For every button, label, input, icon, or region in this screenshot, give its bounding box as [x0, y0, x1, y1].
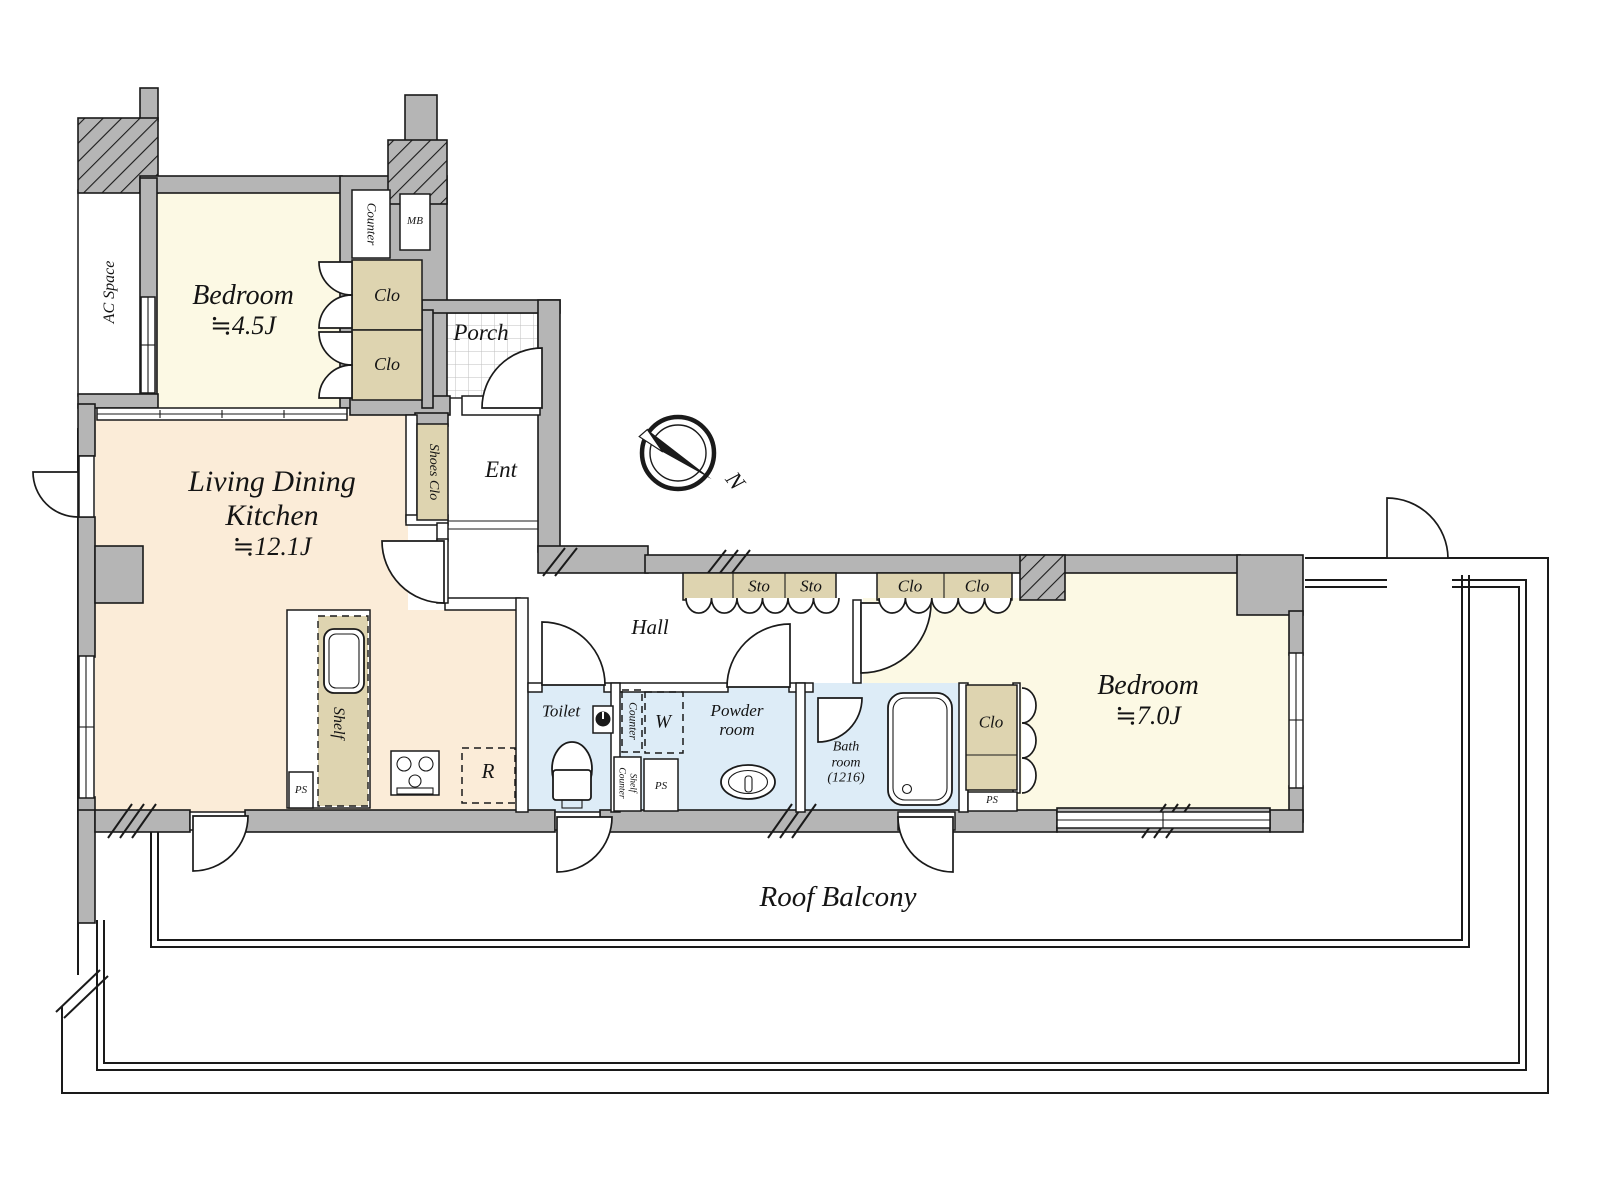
sto1-label: Sto: [748, 576, 770, 596]
ldk-line1: Living Dining: [188, 464, 356, 498]
bath-door: [817, 697, 863, 743]
clo-a-label: Clo: [373, 284, 401, 305]
ldk-label: Living Dining Kitchen ≒12.1J: [188, 465, 356, 561]
bath-line3: (1216): [827, 770, 865, 786]
fridge-label: R: [481, 759, 495, 784]
clo-b-label: Clo: [373, 353, 401, 374]
ldk-west-door: [32, 471, 79, 518]
bath-line1: Bath: [832, 739, 860, 755]
ps-powder-box: [643, 758, 679, 812]
counter-top-box: [351, 189, 391, 259]
clo-bedroom2-folding-doors: [1021, 687, 1037, 794]
ldk-pillar: [94, 545, 144, 604]
toilet-door: [541, 621, 606, 686]
bedroom2-name: Bedroom: [1097, 669, 1199, 701]
storage-units: [286, 189, 1018, 812]
clo-a-box: [351, 259, 423, 331]
bedroom2-door-jamb: [852, 599, 862, 684]
entrance-door: [481, 347, 543, 409]
sto2-label: Sto: [800, 576, 822, 596]
washlet-control: [592, 705, 614, 734]
shoes-clo-box: [416, 423, 449, 521]
fixtures: [551, 692, 953, 809]
ps-kitchen-label: PS: [294, 783, 308, 796]
clo-accordion-doors: [878, 597, 1012, 614]
shelf-counter-line1: Shelf: [627, 773, 638, 793]
bedroom1-size: ≒4.5J: [210, 311, 276, 341]
shelf-label: Shelf: [329, 707, 347, 739]
counter-top-label: Counter: [364, 202, 380, 246]
ldk-west-door-gap: [78, 455, 95, 518]
compass-inner-ring: [649, 424, 707, 482]
bedroom2-size: ≒7.0J: [1115, 701, 1181, 731]
clo-row1-label: Clo: [897, 576, 923, 596]
ps-bedroom2-label: PS: [986, 795, 998, 807]
ent-label: Ent: [485, 457, 517, 483]
mb-box: [399, 193, 431, 251]
kitchen-sink: [323, 628, 365, 694]
shelf-counter-box: [613, 756, 642, 812]
clo-bedroom2-box: [965, 684, 1018, 791]
ps-kitchen-box: [288, 771, 314, 809]
ldk-size: ≒12.1J: [232, 532, 312, 562]
ldk-balcony-door: [192, 815, 249, 872]
powder-label: Powder room: [711, 701, 764, 739]
compass-outer-ring: [639, 414, 717, 492]
clo-double-doors: [318, 261, 353, 399]
bathtub: [887, 692, 953, 806]
powder-door: [726, 623, 791, 688]
ldk-door: [381, 540, 445, 604]
roof-balcony-label: Roof Balcony: [759, 880, 917, 913]
powder-line2: room: [719, 720, 755, 739]
refrigerator-space: [461, 747, 516, 804]
sto-row: [682, 572, 837, 601]
toilet-balcony-door: [556, 816, 613, 873]
doors: [32, 261, 1449, 873]
bedroom1-label: Bedroom ≒4.5J: [192, 280, 294, 340]
counter-powder-box: [621, 689, 643, 753]
shoes-clo-label: Shoes Clo: [425, 443, 441, 501]
balcony-gate-door: [1386, 497, 1449, 559]
bedroom2-floor-n: [1063, 573, 1239, 603]
compass: [638, 414, 717, 492]
bedroom1-floor: [155, 191, 341, 408]
bath-label: Bath room (1216): [827, 739, 864, 786]
sto-accordion-doors: [685, 597, 840, 614]
ps-bedroom2-box: [967, 791, 1018, 812]
powder-sink: [720, 764, 776, 800]
shelf-counter-line2: Counter: [617, 767, 627, 799]
toilet-fixture: [551, 741, 593, 809]
bedroom1-name: Bedroom: [192, 279, 294, 311]
clo-bedroom2-label: Clo: [978, 712, 1004, 732]
washer-label: W: [655, 711, 671, 733]
roof-balcony-rails: [55, 428, 1549, 1094]
toilet-label: Toilet: [541, 701, 581, 721]
mb-label: MB: [407, 214, 423, 227]
stove: [390, 750, 440, 796]
bath-balcony-door: [897, 816, 954, 873]
ac-space-label: AC Space: [101, 260, 119, 324]
clo-b-box: [351, 329, 423, 401]
ldk-line2: Kitchen: [225, 498, 319, 532]
powder-line1: Powder: [710, 700, 764, 720]
washer-space: [644, 691, 684, 754]
counter-powder-label: Counter: [626, 702, 639, 740]
porch-label: Porch: [453, 320, 509, 346]
shelf-counter-label: Shelf Counter: [616, 767, 638, 799]
wall-hatch-bedroom2: [1019, 554, 1066, 601]
hall-label: Hall: [631, 615, 669, 640]
bedroom2-door: [860, 602, 932, 674]
clo-row2-label: Clo: [964, 576, 990, 596]
ps-powder-label: PS: [654, 779, 668, 792]
bedroom2-label: Bedroom ≒7.0J: [1097, 670, 1199, 730]
partitions: [96, 407, 1021, 813]
bath-line2: room: [831, 755, 861, 771]
wall-hatch-topleft: [77, 117, 159, 194]
